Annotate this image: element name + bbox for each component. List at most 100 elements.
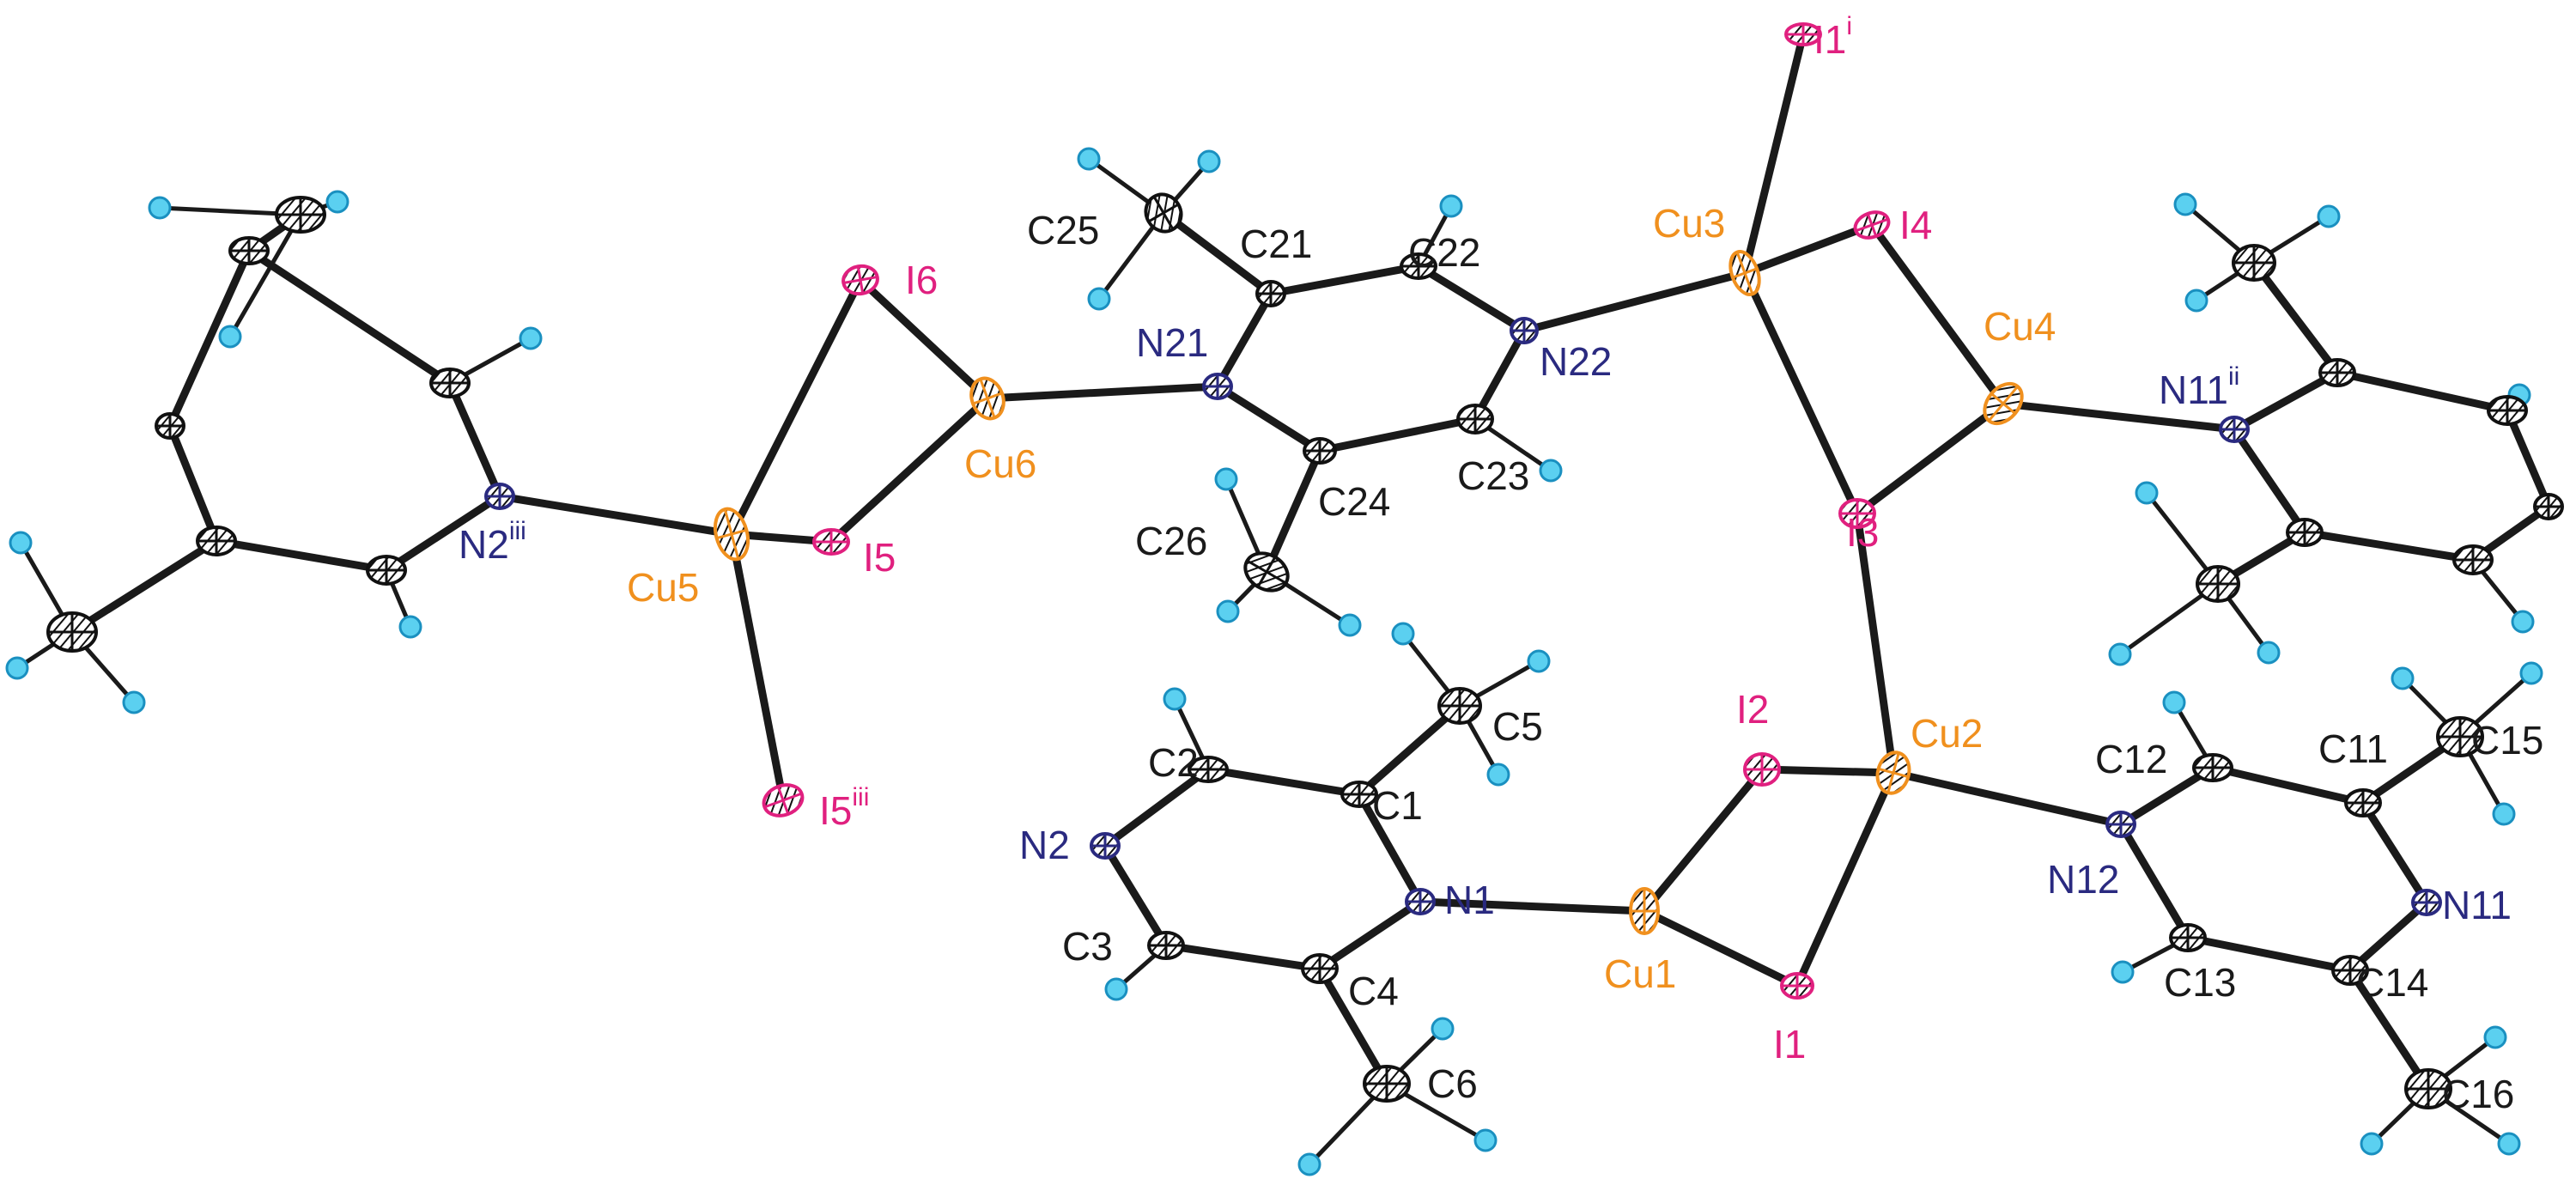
hydrogen-atom [2173, 192, 2197, 216]
atom-label-c2: C2 [1148, 740, 1199, 785]
bond-cu4-i3 [1853, 399, 2008, 518]
hydrogen-atom [1527, 649, 1551, 673]
atom-label-c15: C15 [2471, 718, 2543, 763]
bond-cu6-i5 [827, 394, 992, 546]
atom-r6 [2452, 544, 2494, 575]
atom-label-text: I3 [1846, 510, 1879, 555]
atom-l2 [228, 236, 270, 265]
atom-c14 [2331, 955, 2369, 986]
atom-c11 [2344, 788, 2382, 817]
atom-label-n1: N1 [1444, 878, 1495, 922]
atom-label-c11: C11 [2318, 726, 2388, 771]
atom-c16 [2404, 1068, 2452, 1109]
bond-r4-n11ii [2230, 425, 2309, 537]
atom-label-text: Cu3 [1653, 201, 1725, 246]
atom-label-c1: C1 [1372, 783, 1423, 828]
bond-c1-c2 [1204, 765, 1364, 799]
bond-h-l1-2 [228, 212, 303, 339]
atom-label-cu5: Cu5 [627, 565, 699, 610]
bond-l4-l2 [245, 246, 454, 387]
atom-n21 [1202, 373, 1233, 400]
hydrogen-atom [1297, 1152, 1321, 1176]
bond-cu5-i5iii [727, 530, 787, 805]
atom-c5 [1437, 687, 1482, 725]
bond-n22-c22 [1414, 262, 1528, 335]
atom-cu4 [1983, 381, 2024, 426]
atom-l4 [429, 368, 471, 398]
atom-label-i2: I2 [1736, 687, 1769, 732]
atom-c13 [2169, 923, 2207, 952]
hydrogen-atom [2519, 661, 2543, 685]
bond-n1-c1 [1355, 790, 1425, 906]
atom-label-text: C14 [2356, 960, 2428, 1005]
atom-i3 [1838, 498, 1876, 529]
atom-i4 [1853, 210, 1891, 240]
atom-label-c5: C5 [1492, 704, 1543, 749]
atom-c15 [2436, 716, 2484, 757]
bond-l5-l7 [68, 537, 221, 636]
bond-c2-n2 [1101, 765, 1212, 850]
bond-l5-l6 [212, 537, 391, 574]
atom-label-superscript: i [1846, 12, 1852, 40]
hydrogen-atom [5, 656, 29, 680]
bond-l3-l5 [166, 422, 221, 545]
atom-l5 [196, 526, 237, 556]
bond-cu1-n1 [1416, 897, 1649, 915]
atom-cu5 [713, 507, 750, 562]
bond-c1-c5 [1355, 702, 1464, 799]
atom-cu3 [1728, 250, 1761, 296]
bond-c24-c26 [1262, 447, 1324, 576]
atom-label-text: N22 [1540, 339, 1612, 384]
bond-n2-c3 [1101, 842, 1170, 950]
bond-i6-cu5 [727, 276, 865, 538]
bond-cu2-n12 [1889, 769, 2125, 829]
atom-cu6 [969, 376, 1005, 421]
atom-c12 [2192, 753, 2233, 782]
atom-r4 [2286, 518, 2324, 547]
hydrogen-atom [2108, 642, 2132, 666]
atom-r5 [2196, 565, 2240, 603]
atom-label-cu3: Cu3 [1653, 201, 1725, 246]
atom-label-text: N2 [459, 522, 509, 567]
bond-c22-c21 [1267, 262, 1423, 298]
atom-c24 [1303, 437, 1337, 465]
atom-label-i4: I4 [1899, 203, 1932, 247]
hydrogen-atom [325, 190, 349, 214]
bond-r3-r7 [2503, 406, 2553, 511]
bond-cu3-i3 [1741, 269, 1862, 518]
atom-r3 [2487, 395, 2528, 426]
hydrogen-atom [2135, 481, 2159, 505]
hydrogen-atom [398, 615, 422, 639]
atom-label-text: C24 [1318, 479, 1390, 524]
hydrogen-atom [122, 690, 146, 714]
atom-label-text: C13 [2164, 960, 2236, 1005]
bond-n21-cu6 [983, 382, 1222, 403]
hydrogen-atom [1077, 147, 1101, 171]
atom-label-cu1: Cu1 [1604, 951, 1676, 996]
atom-c25 [1144, 192, 1183, 234]
atom-label-text: I2 [1736, 687, 1769, 732]
atom-l3 [155, 412, 185, 440]
hydrogen-atom [1087, 287, 1111, 311]
atom-label-c14: C14 [2356, 960, 2428, 1005]
atom-label-c16: C16 [2442, 1072, 2514, 1116]
atom-i5iii [762, 783, 805, 817]
atom-label-text: C22 [1408, 230, 1480, 275]
atom-label-superscript: ii [2228, 362, 2239, 391]
bond-cu2-i1 [1793, 769, 1898, 990]
atom-n2iii [484, 483, 515, 510]
atom-label-i6: I6 [905, 258, 938, 302]
hydrogen-atom [2483, 1025, 2507, 1049]
atom-label-text: C12 [2095, 737, 2167, 781]
atom-label-text: Cu5 [627, 565, 699, 610]
bond-c21-c25 [1159, 209, 1275, 298]
hydrogen-atom [1197, 149, 1221, 173]
atom-label-c23: C23 [1457, 453, 1529, 498]
atom-label-text: N11 [2159, 368, 2228, 412]
atom-n12 [2105, 811, 2136, 838]
hydrogen-atom [2492, 802, 2516, 826]
atom-label-text: C26 [1135, 519, 1207, 563]
hydrogen-atom [1214, 467, 1238, 491]
bond-c21-n21 [1213, 289, 1275, 391]
atom-label-text: I1 [1773, 1022, 1806, 1067]
